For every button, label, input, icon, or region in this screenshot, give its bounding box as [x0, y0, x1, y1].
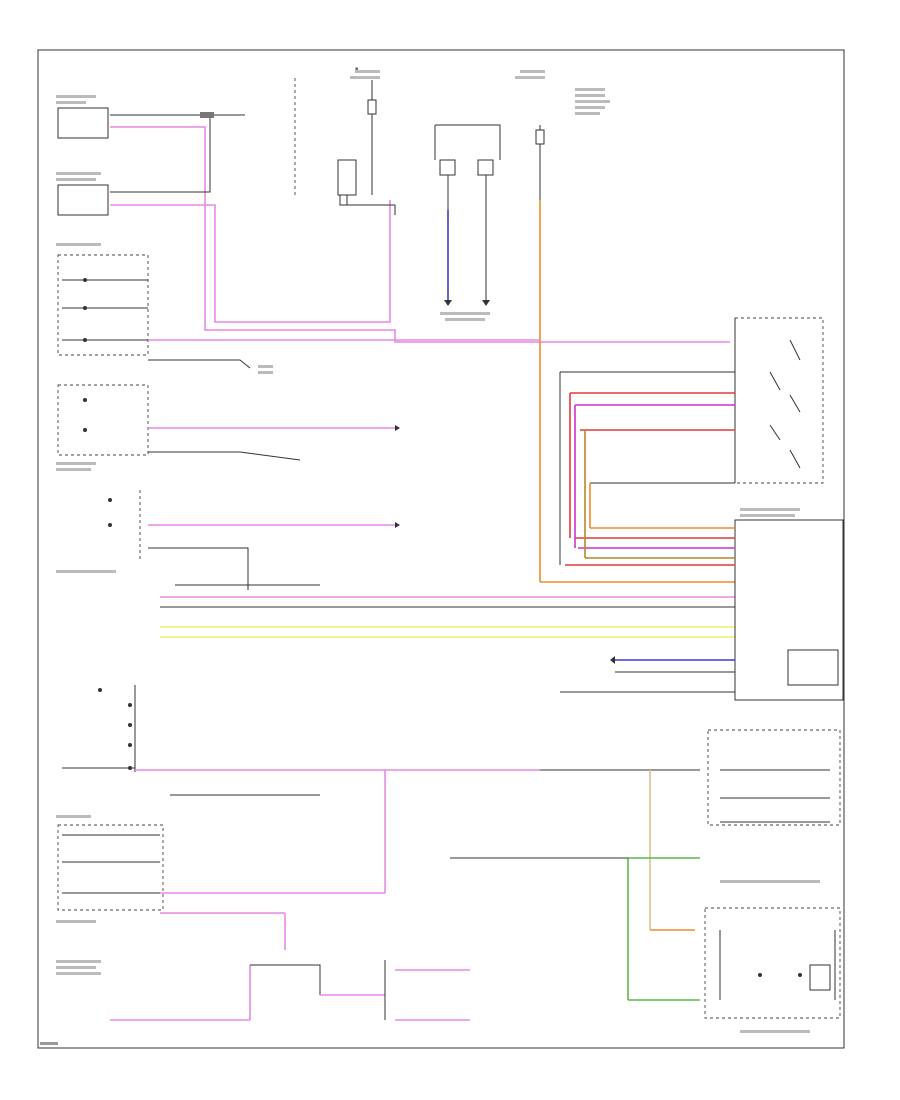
- diagram-frame: [37, 49, 845, 1049]
- wiper-switch: [56, 243, 149, 356]
- lower-left-component: [56, 960, 101, 975]
- right-steering-switch: [704, 907, 841, 1033]
- second-left-component: [56, 172, 109, 216]
- wire-second-pink: [110, 200, 391, 323]
- top-left-component: [56, 95, 109, 139]
- relay-box: [434, 70, 545, 321]
- lower-left-switch: [62, 685, 136, 772]
- wire-top-pink: [110, 126, 730, 343]
- center-fuse-block: ▪: [337, 66, 396, 215]
- washer-switch: [56, 384, 149, 471]
- clockspring: [707, 729, 841, 826]
- headlamp-switch: [56, 815, 164, 923]
- svg-text:▪: ▪: [355, 66, 358, 72]
- wire-second-black: [110, 115, 211, 193]
- second-switch: [56, 490, 141, 573]
- left-steering-switch: [720, 880, 820, 883]
- right-label-block: [535, 88, 610, 200]
- instrument-cluster-upper: [734, 317, 824, 484]
- instrument-cluster-lower: [734, 508, 844, 701]
